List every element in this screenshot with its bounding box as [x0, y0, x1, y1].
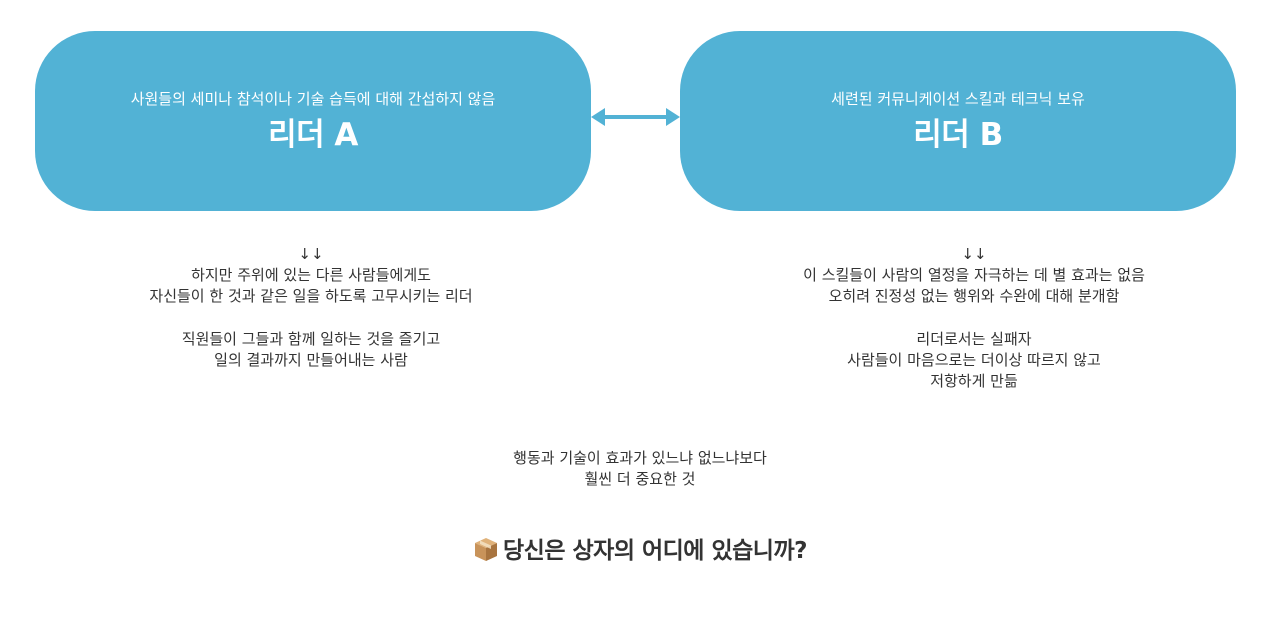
leader-b-line: 오히려 진정성 없는 행위와 수완에 대해 분개함 — [828, 287, 1120, 305]
leader-a-subtitle: 사원들의 세미나 참석이나 기술 습득에 대해 간섭하지 않음 — [130, 90, 496, 108]
leader-a-description: ↓↓ 하지만 주위에 있는 다른 사람들에게도 자신들이 한 것과 같은 일을 … — [51, 244, 571, 371]
leader-a-line: 직원들이 그들과 함께 일하는 것을 즐기고 — [181, 330, 441, 348]
leader-a-box: 사원들의 세미나 참석이나 기술 습득에 대해 간섭하지 않음 리더 A — [35, 31, 591, 211]
leader-a-spacer — [51, 307, 571, 329]
leader-a-line: 하지만 주위에 있는 다른 사람들에게도 — [191, 266, 431, 284]
leader-a-line: 자신들이 한 것과 같은 일을 하도록 고무시키는 리더 — [149, 287, 473, 305]
closing-question-text: 당신은 상자의 어디에 있습니까? — [503, 538, 807, 564]
leader-b-line: 사람들이 마음으로는 더이상 따르지 않고 — [847, 351, 1101, 369]
closing-question: 당신은 상자의 어디에 있습니까? — [340, 535, 940, 567]
leader-b-subtitle: 세련된 커뮤니케이션 스킬과 테크닉 보유 — [831, 90, 1085, 108]
leader-a-line: 일의 결과까지 만들어내는 사람 — [214, 351, 408, 369]
leader-b-line: 저항하게 만듦 — [930, 372, 1018, 390]
conclusion-text: 행동과 기술이 효과가 있느냐 없느냐보다 훨씬 더 중요한 것 — [340, 448, 940, 490]
leader-b-title: 리더 B — [913, 117, 1003, 153]
double-arrow-connector — [591, 108, 680, 126]
leader-a-down-arrows: ↓↓ — [298, 245, 324, 263]
conclusion-line-1: 행동과 기술이 효과가 있느냐 없느냐보다 — [513, 449, 767, 467]
leader-b-down-arrows: ↓↓ — [961, 245, 987, 263]
leader-b-box: 세련된 커뮤니케이션 스킬과 테크닉 보유 리더 B — [680, 31, 1236, 211]
leader-a-title: 리더 A — [268, 117, 358, 153]
leader-b-line: 리더로서는 실패자 — [916, 330, 1032, 348]
leader-b-line: 이 스킬들이 사람의 열정을 자극하는 데 별 효과는 없음 — [803, 266, 1145, 284]
leader-b-spacer — [714, 307, 1234, 329]
conclusion-line-2: 훨씬 더 중요한 것 — [584, 470, 696, 488]
leader-b-description: ↓↓ 이 스킬들이 사람의 열정을 자극하는 데 별 효과는 없음 오히려 진정… — [714, 244, 1234, 392]
package-icon — [475, 538, 498, 561]
